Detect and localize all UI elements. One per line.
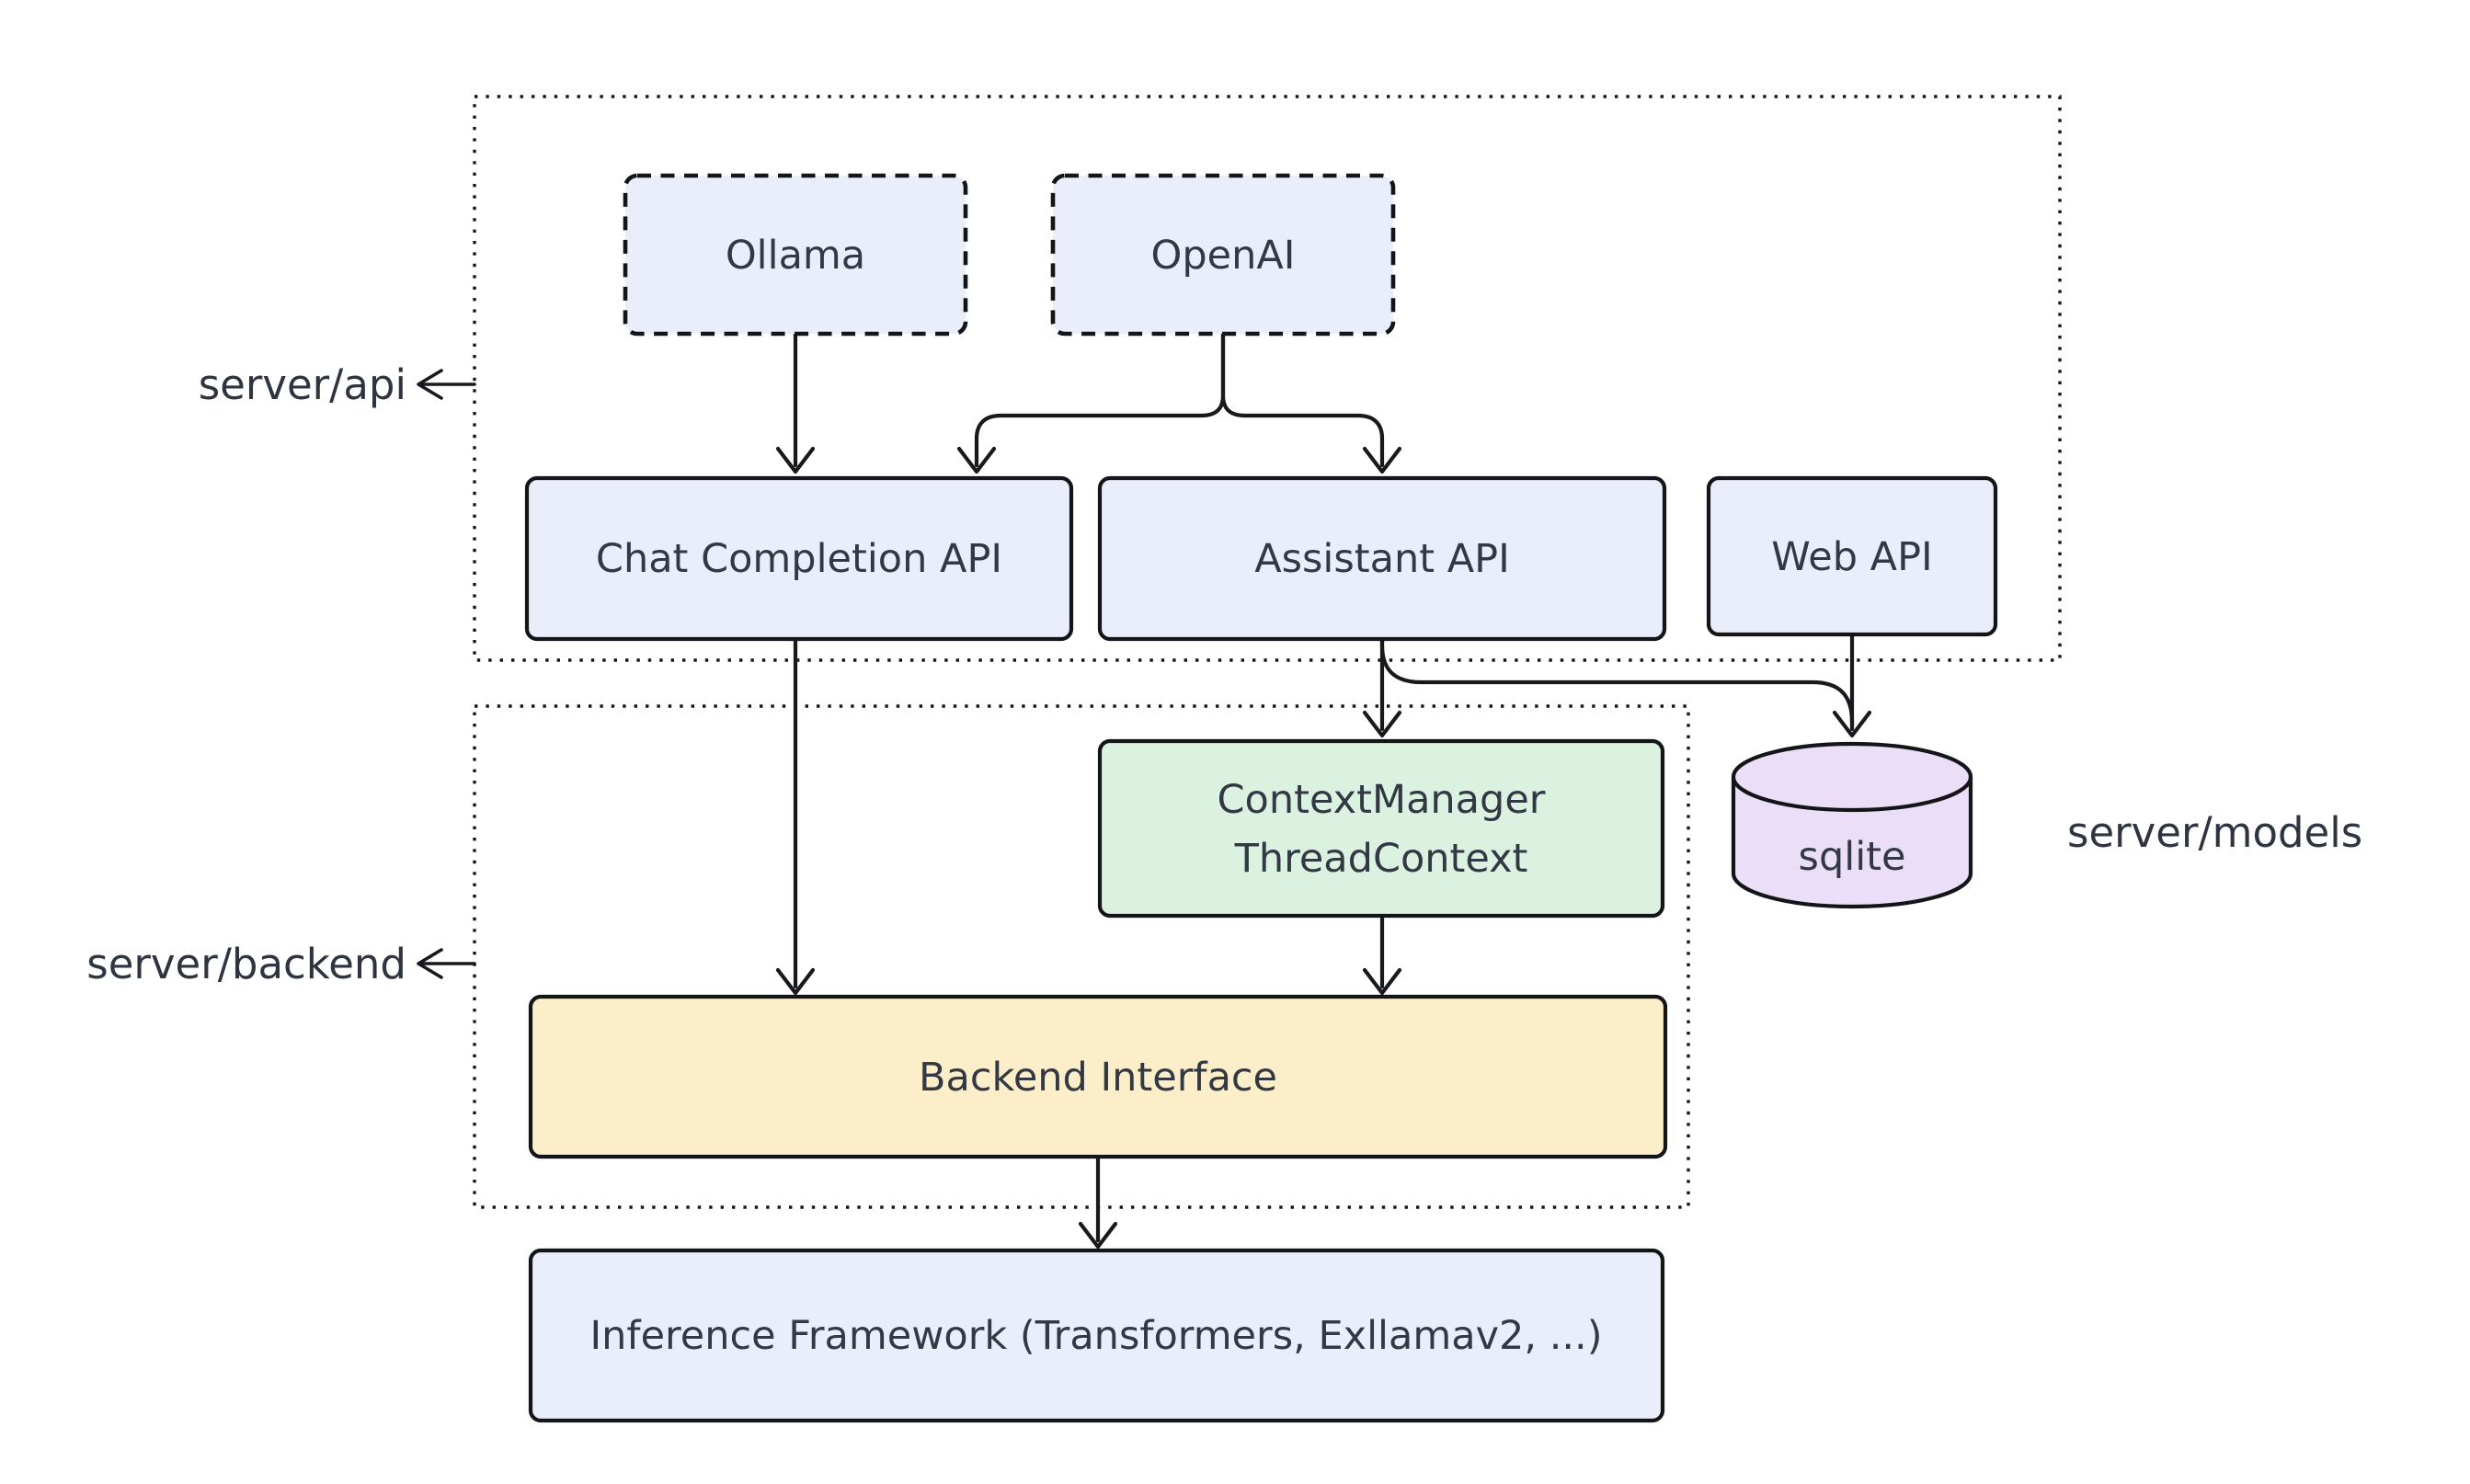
node-assistant-api-label: Assistant API	[1254, 536, 1510, 582]
node-inference-framework-label: Inference Framework (Transformers, Exlla…	[590, 1313, 1603, 1359]
node-chat-completion-api	[524, 475, 1074, 642]
node-backend-interface	[528, 994, 1668, 1159]
node-sqlite-cylinder-top-arc	[1731, 776, 1973, 813]
node-web-api	[1706, 475, 1998, 637]
node-ollama-label: Ollama	[726, 233, 865, 279]
arrowhead-ollama-to-chat	[775, 446, 816, 474]
arrowhead-into-sqlite	[1832, 710, 1872, 738]
node-sqlite-cylinder	[1731, 741, 1973, 909]
server-backend-pointer-arrowhead	[417, 948, 443, 979]
arrowhead-openai-to-chat	[956, 446, 997, 474]
edge-openai-to-assistant	[1220, 331, 1385, 468]
node-chat-completion-api-label: Chat Completion API	[596, 536, 1002, 582]
server-backend-container-frame	[473, 704, 1690, 1209]
node-context-manager-label-line2: ThreadContext	[1234, 836, 1528, 882]
node-openai-label: OpenAI	[1151, 233, 1296, 279]
server-api-container-frame	[473, 95, 2062, 662]
node-inference-framework	[528, 1248, 1665, 1423]
edge-openai-to-chat	[974, 331, 1226, 468]
server-backend-container-label: server/backend	[86, 940, 406, 988]
node-context-manager	[1097, 738, 1665, 919]
node-openai	[1050, 173, 1396, 337]
node-ollama	[623, 173, 968, 337]
node-context-manager-label-line1: ContextManager	[1218, 777, 1546, 823]
server-models-label: server/models	[2067, 808, 2362, 857]
node-sqlite-label: sqlite	[1799, 834, 1906, 880]
arrowhead-backend-interface-to-inference	[1078, 1221, 1118, 1250]
node-backend-interface-label: Backend Interface	[919, 1055, 1277, 1101]
arrowhead-assistant-to-contextmanager	[1362, 710, 1402, 738]
edge-assistant-to-sqlite	[1379, 636, 1855, 729]
server-api-pointer-arrowhead	[417, 369, 443, 400]
node-assistant-api	[1097, 475, 1667, 642]
arrowhead-chat-to-backend-interface	[775, 967, 816, 996]
arrowhead-contextmanager-to-backend-interface	[1362, 967, 1402, 996]
node-web-api-label: Web API	[1771, 534, 1932, 580]
server-api-container-label: server/api	[199, 360, 406, 409]
arrowhead-openai-to-assistant	[1362, 446, 1402, 474]
